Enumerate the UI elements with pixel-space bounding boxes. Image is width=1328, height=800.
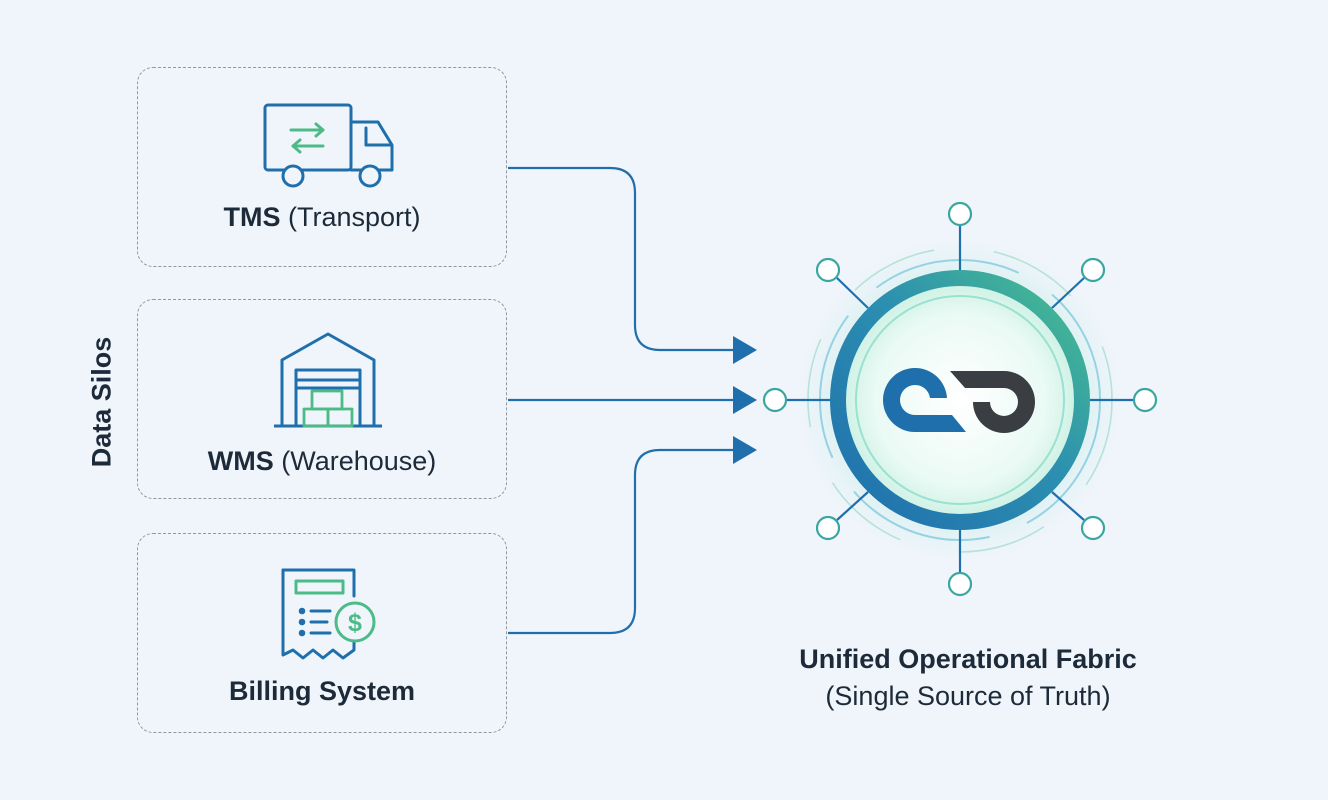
silo-card-wms	[137, 299, 507, 499]
truck-icon	[263, 103, 394, 188]
spoke-node-bottom	[947, 571, 973, 597]
connector-billing	[508, 436, 757, 635]
silo-abbr-wms: WMS	[207, 446, 274, 476]
connector-tms	[508, 166, 757, 364]
arrowhead-tms	[733, 336, 757, 364]
silo-title-wms: WMS (Warehouse)	[137, 446, 507, 477]
hub-title: Unified Operational Fabric	[799, 644, 1137, 674]
silo-card-billing	[137, 533, 507, 733]
warehouse-icon	[274, 332, 382, 428]
spoke-node-top-right	[1080, 257, 1106, 283]
silo-desc-wms: (Warehouse)	[281, 446, 437, 476]
hub	[762, 201, 1158, 597]
spoke-node-bottom-left	[815, 515, 841, 541]
arrowhead-wms	[733, 386, 757, 414]
invoice-dollar-icon: $	[281, 568, 376, 660]
silo-title-billing: Billing System	[228, 676, 416, 706]
spoke-node-left	[762, 387, 788, 413]
connector-wms	[508, 386, 757, 414]
silo-title-tms: TMS (Transport)	[137, 202, 507, 233]
svg-text:$: $	[348, 609, 362, 637]
hub-spokes	[762, 201, 1158, 597]
link-logo-icon	[883, 367, 1035, 433]
silo-desc-tms: (Transport)	[287, 202, 421, 232]
side-label-data-silos: Data Silos	[86, 336, 117, 468]
arrowhead-billing	[733, 436, 757, 464]
silo-card-tms	[137, 67, 507, 267]
hub-inner-ring	[855, 295, 1065, 505]
spoke-node-right	[1132, 387, 1158, 413]
spoke-node-bottom-right	[1080, 515, 1106, 541]
silo-abbr-tms: TMS	[223, 202, 281, 232]
hub-main-ring	[830, 270, 1090, 530]
hub-subtitle: (Single Source of Truth)	[825, 681, 1111, 711]
spoke-node-top	[947, 201, 973, 227]
spoke-node-top-left	[815, 257, 841, 283]
